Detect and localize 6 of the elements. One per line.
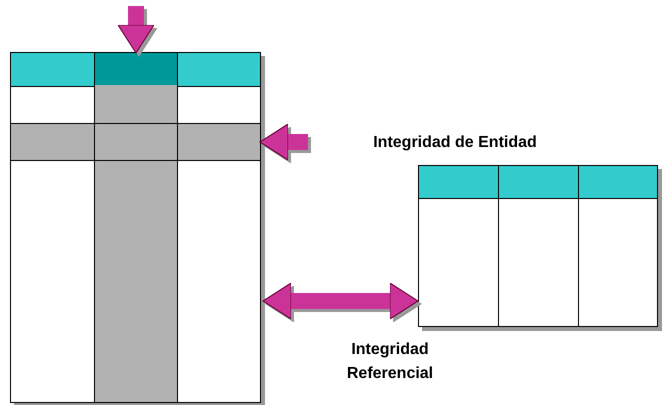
label-text: Integridad de Entidad — [372, 133, 538, 153]
edge-label: Integridad Referencial — [346, 340, 434, 384]
arrow — [260, 124, 308, 160]
double-arrow — [262, 282, 418, 320]
arrow — [118, 6, 154, 54]
highlighted-row — [11, 123, 260, 161]
